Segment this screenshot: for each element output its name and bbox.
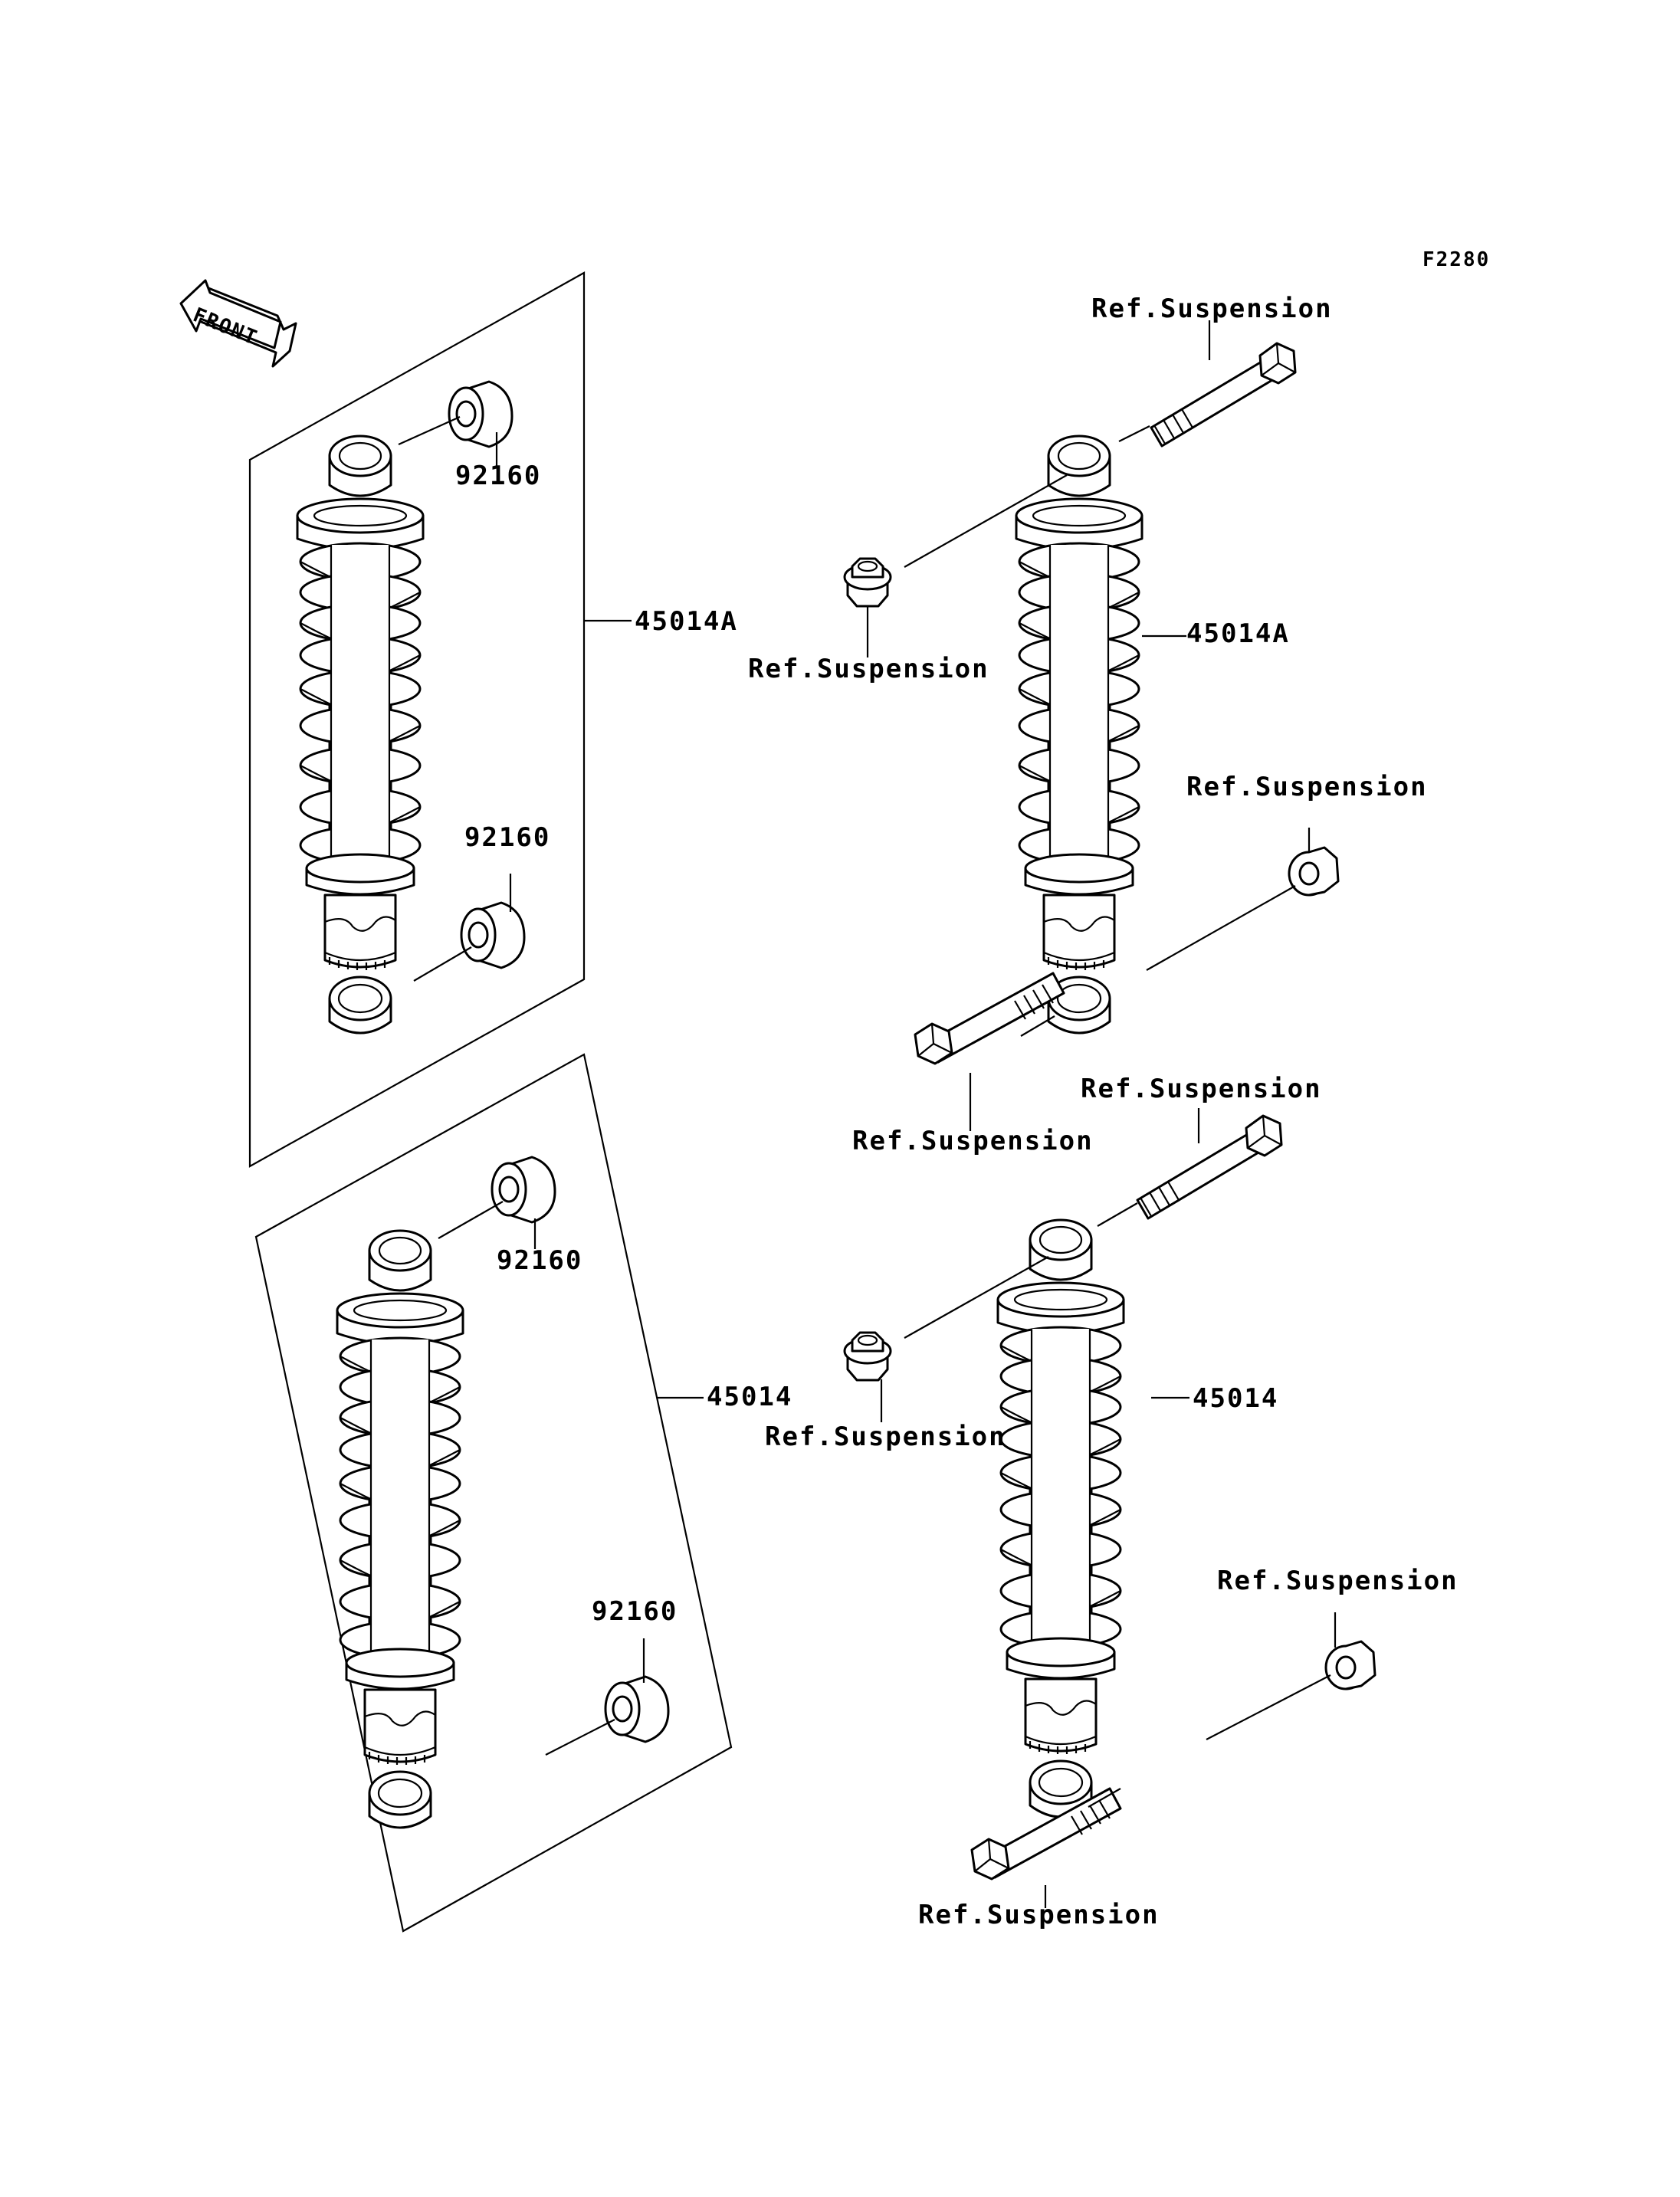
right-upper-assy-label: 45014A — [1186, 618, 1290, 649]
left-lower-assembly — [254, 1053, 733, 1933]
right-lower-nut-bottom-label: Ref.Suspension — [1217, 1566, 1459, 1596]
right-lower-assy-label: 45014 — [1193, 1383, 1279, 1414]
right-lower-nut-top-label: Ref.Suspension — [765, 1421, 1006, 1452]
right-upper-bolt-top-label: Ref.Suspension — [1091, 293, 1333, 324]
right-upper-nut-top-label: Ref.Suspension — [748, 654, 989, 684]
right-lower-assembly — [843, 1108, 1376, 1908]
right-lower-bolt-top-label: Ref.Suspension — [1081, 1074, 1322, 1104]
front-arrow-icon — [179, 279, 297, 368]
right-upper-bolt-bottom-label: Ref.Suspension — [852, 1126, 1094, 1156]
left-upper-assy-label: 45014A — [635, 606, 738, 637]
right-lower-bolt-bottom-label: Ref.Suspension — [918, 1900, 1160, 1930]
right-upper-assembly — [843, 320, 1340, 1131]
left-upper-assembly — [248, 271, 632, 1168]
left-upper-bush-bottom-label: 92160 — [464, 822, 551, 853]
left-upper-bush-top-label: 92160 — [455, 461, 542, 491]
left-lower-assy-label: 45014 — [707, 1382, 793, 1412]
left-lower-bush-bottom-label: 92160 — [592, 1596, 678, 1627]
figure-code: F2280 — [1422, 248, 1491, 271]
right-upper-nut-bottom-label: Ref.Suspension — [1186, 772, 1428, 802]
left-lower-bush-top-label: 92160 — [497, 1245, 583, 1276]
